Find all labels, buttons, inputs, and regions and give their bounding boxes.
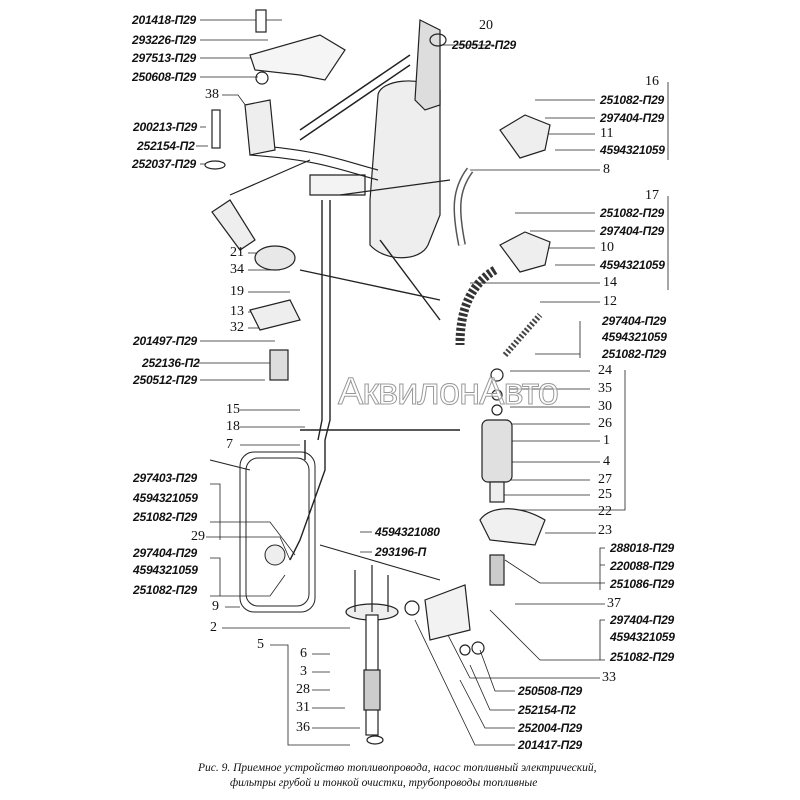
part-number-label: 4594321059 [133,563,198,577]
callout-number: 4 [603,454,610,469]
callout-number: 9 [212,599,219,614]
part-number-label: 250512-П29 [452,38,517,52]
part-number-label: 250608-П29 [132,70,197,84]
callout-number: 29 [191,529,205,544]
part-number-label: 251086-П29 [610,577,675,591]
bracket-top [204,9,346,170]
callout-number: 26 [598,416,612,431]
callout-number: 11 [600,126,614,141]
callout-number: 3 [300,664,307,679]
part-number-label: 220088-П29 [610,559,675,573]
part-number-label: 4594321059 [600,143,665,157]
part-number-label: 293226-П29 [132,33,197,47]
part-number-label: 252136-П2 [142,356,200,370]
part-number-label: 4594321059 [610,630,675,644]
part-number-label: 251082-П29 [610,650,675,664]
part-number-label: 251082-П29 [600,93,665,107]
part-number-label: 201497-П29 [133,334,198,348]
callout-number: 34 [230,262,244,277]
callout-number: 15 [226,402,240,417]
part-number-label: 297404-П29 [600,224,665,238]
part-number-label: 251082-П29 [133,583,198,597]
part-number-label: 201418-П29 [132,13,197,27]
part-number-label: 288018-П29 [610,541,675,555]
watermark: АквилонАвто [338,371,560,413]
callout-number: 28 [296,682,310,697]
callout-number: 31 [296,700,310,715]
part-number-label: 250512-П29 [133,373,198,387]
intake-assembly [345,565,485,745]
part-number-label: 4594321059 [602,330,667,344]
callout-number: 25 [598,487,612,502]
callout-number: 36 [296,720,310,735]
callout-number: 35 [598,381,612,396]
callout-number: 30 [598,399,612,414]
callout-number: 32 [230,320,244,335]
part-number-label: 4594321080 [375,525,440,539]
part-number-label: 200213-П29 [133,120,198,134]
callout-number: 8 [603,162,610,177]
hose-and-filter [453,114,551,586]
part-number-label: 297403-П29 [133,471,198,485]
callout-number: 16 [645,74,659,89]
callout-number: 27 [598,472,612,487]
part-number-label: 297404-П29 [600,111,665,125]
callout-number: 22 [598,504,612,519]
pump-assembly [229,19,451,259]
callout-number: 13 [230,304,244,319]
part-number-label: 252037-П29 [132,157,197,171]
part-number-label: 297404-П29 [610,613,675,627]
part-number-label: 252004-П29 [518,721,583,735]
part-number-label: 251082-П29 [602,347,667,361]
callout-number: 21 [230,245,244,260]
callout-number: 37 [607,596,621,611]
callout-number: 6 [300,646,307,661]
callout-number: 33 [602,670,616,685]
part-number-label: 252154-П2 [137,139,195,153]
part-number-label: 4594321059 [600,258,665,272]
fitting-21 [211,199,301,381]
figure-caption-line-2: фильтры грубой и тонкой очистки, трубопр… [230,777,538,789]
part-number-label: 250508-П29 [518,684,583,698]
callout-number: 10 [600,240,614,255]
part-number-label: 297404-П29 [133,546,198,560]
callout-number: 18 [226,419,240,434]
fuel-lines [289,200,460,561]
callout-number: 17 [645,188,659,203]
part-number-label: 201417-П29 [518,738,583,752]
part-number-label: 252154-П2 [518,703,576,717]
callout-number: 38 [205,87,219,102]
callout-number: 7 [226,437,233,452]
fuel-tank-outline [239,451,316,613]
callout-number: 23 [598,523,612,538]
part-number-label: 4594321059 [133,491,198,505]
part-number-label: 251082-П29 [600,206,665,220]
callout-number: 5 [257,637,264,652]
callout-number: 20 [479,18,493,33]
part-number-label: 293196-П [375,545,427,559]
bracket-lines [209,459,441,581]
callout-number: 19 [230,284,244,299]
callout-number: 12 [603,294,617,309]
part-number-label: 297404-П29 [602,314,667,328]
part-number-label: 297513-П29 [132,51,197,65]
callout-number: 1 [603,433,610,448]
callout-number: 2 [210,620,217,635]
part-number-label: 251082-П29 [133,510,198,524]
figure-caption-line-1: Рис. 9. Приемное устройство топливопрово… [198,762,597,774]
callout-number: 14 [603,275,617,290]
callout-number: 24 [598,363,612,378]
